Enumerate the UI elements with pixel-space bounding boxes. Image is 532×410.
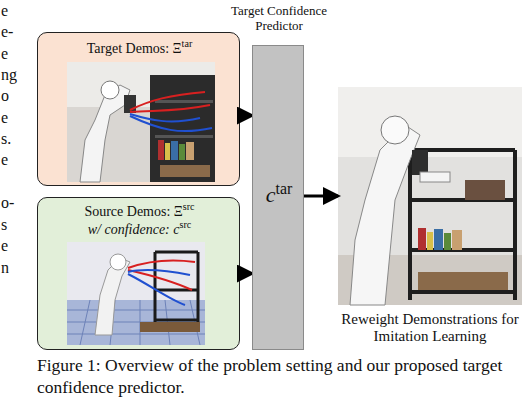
text-line: Source Demos: Ξsrc	[38, 204, 241, 220]
output-photo	[338, 87, 522, 305]
clipped-text: e	[1, 45, 8, 63]
clipped-text: e	[1, 237, 8, 255]
node-text: Target Confidence Predictor	[231, 3, 327, 33]
arrow-connector	[240, 114, 252, 117]
target-photo	[67, 62, 215, 182]
text-line: w/ confidence: csrc	[38, 222, 241, 238]
clipped-text: e	[1, 109, 8, 127]
clipped-text: e-	[1, 23, 13, 41]
clipped-text: s.	[1, 130, 11, 148]
text-line: Target Confidence Predictor	[225, 4, 333, 34]
text-line: Reweight Demonstrations for Imitation Le…	[332, 311, 528, 346]
source-sim	[67, 242, 205, 345]
superscript: src	[183, 201, 195, 212]
arrow-connector	[240, 272, 252, 275]
figure-caption: Figure 1: Overview of the problem settin…	[37, 354, 529, 398]
clipped-text: n	[1, 259, 9, 277]
clipped-text: s	[1, 216, 7, 234]
superscript: src	[179, 219, 191, 230]
clipped-text: e	[1, 2, 8, 20]
clipped-text: ng	[1, 66, 17, 84]
node-text: Reweight Demonstrations for Imitation Le…	[341, 311, 518, 344]
node-text: Target Demos: Ξ	[87, 41, 182, 56]
clipped-text: e	[1, 151, 8, 169]
diagram-box: Target Confidence Predictorctar	[252, 45, 304, 350]
clipped-text: o-	[1, 194, 14, 212]
superscript: tar	[182, 38, 193, 49]
node-text: Source Demos: Ξ	[84, 204, 182, 219]
clipped-text: o	[1, 87, 9, 105]
arrow-connector	[304, 195, 338, 198]
node-text: c	[266, 182, 276, 207]
superscript: tar	[276, 180, 293, 197]
text-line: ctar	[253, 182, 305, 207]
node-text: w/ confidence: c	[88, 222, 180, 237]
text-line: Target Demos: Ξtar	[38, 41, 241, 57]
